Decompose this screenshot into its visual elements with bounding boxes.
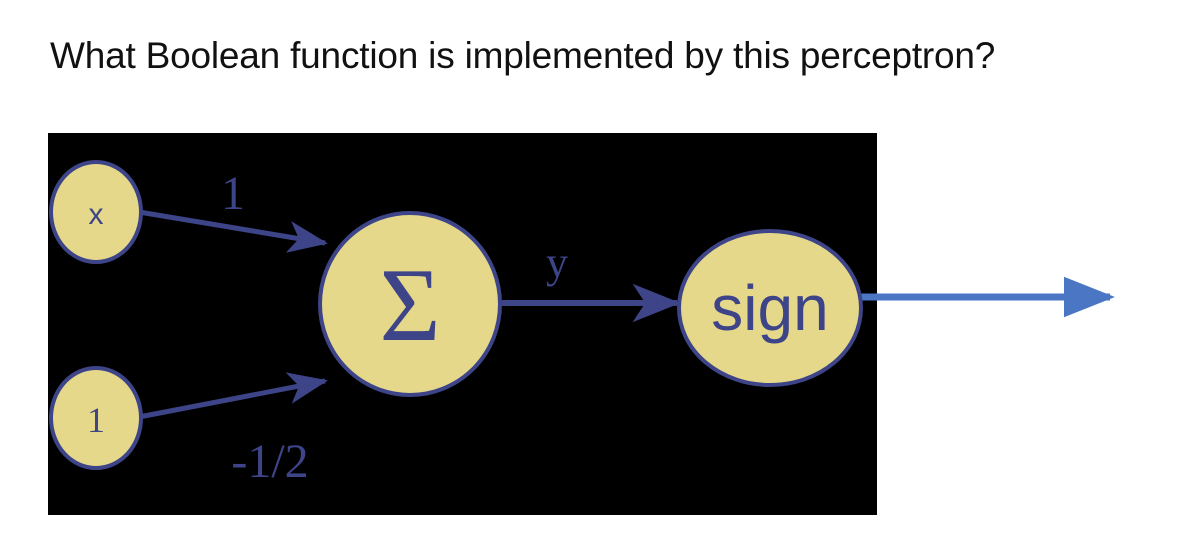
node-sign[interactable]: sign [677, 229, 863, 387]
node-input-x-label: x [89, 198, 104, 231]
edge-x-to-sum [138, 209, 328, 253]
node-bias-one[interactable]: 1 [49, 366, 143, 470]
edge-bias-to-sum [138, 372, 328, 420]
node-input-x[interactable]: x [49, 160, 143, 264]
node-sum-label: Σ [379, 246, 440, 363]
edge-output-y-label: y [546, 238, 568, 287]
node-bias-one-label: 1 [87, 400, 105, 440]
node-sum[interactable]: Σ [318, 211, 502, 397]
edge-x-to-sum-line [138, 209, 328, 253]
node-input-x-circle[interactable] [49, 160, 143, 264]
edge-weight-bias-label: -1/2 [231, 435, 308, 488]
edge-weight-x-label: 1 [221, 167, 245, 220]
node-sign-label: sign [711, 272, 828, 344]
node-sign-circle[interactable] [677, 229, 863, 387]
page-title: What Boolean function is implemented by … [50, 35, 996, 76]
node-sum-circle[interactable] [318, 211, 502, 397]
node-bias-one-circle[interactable] [49, 366, 143, 470]
edge-bias-to-sum-line [138, 372, 328, 420]
